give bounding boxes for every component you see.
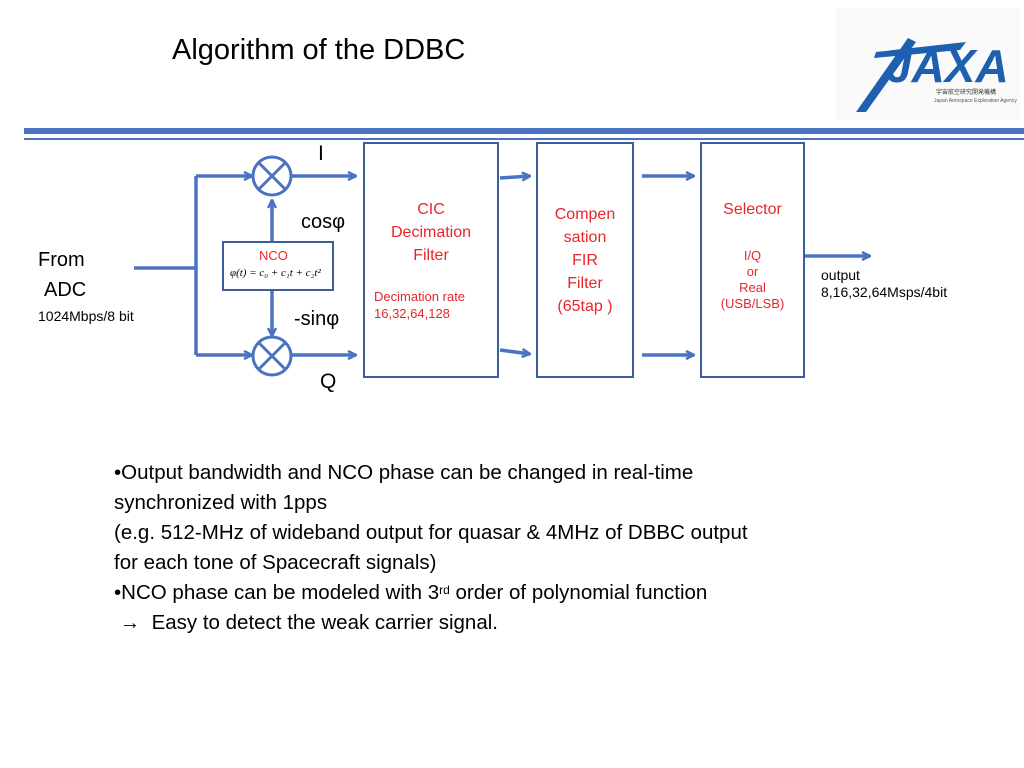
selector-option-sideband: (USB/LSB) [720,296,785,311]
cic-title-line3: Filter [413,247,449,264]
bullet-2: •NCO phase can be modeled with 3rd order… [114,578,748,608]
cic-rate-values: 16,32,64,128 [374,306,450,321]
ddbc-block-diagram [134,142,1024,378]
cic-title-line2: Decimation [390,224,472,241]
q-label: Q [320,370,337,393]
cic-rate-label: Decimation rate [374,289,466,304]
logo-jp-text: 宇宙航空研究開発機構 [936,88,996,96]
nco-box [222,241,334,291]
output-label-line1: output [821,267,860,283]
bullet-1-line-3: (e.g. 512-MHz of wideband output for qua… [114,521,748,544]
fir-title-line4: Filter [567,275,603,292]
output-label: output 8,16,32,64Msps/4bit [821,267,947,301]
cic-to-fir-i [499,176,530,178]
fir-box [536,142,634,378]
selector-option-or: or [746,264,759,279]
cic-rate: Decimation rate 16,32,64,128 [374,288,465,322]
nco-formula: φ(t) = c₀ + c₁t + c₂t² [230,267,321,279]
bullet-1-line-4: for each tone of Spacecraft signals) [114,551,437,574]
cos-label: cosφ [301,211,346,233]
logo-en-text: Japan Aerospace Exploration Agency [934,98,1017,104]
fir-title-line1: Compen [554,206,616,223]
input-rate-label: 1024Mbps/8 bit [38,308,134,324]
header-rule-thin [24,138,1024,140]
cic-title-line1: CIC [417,201,445,218]
bullet-2-post: order of polynomial function [449,581,708,604]
fir-title-line3: FIR [572,252,598,269]
input-from-label: From [38,249,85,271]
i-label: I [318,142,324,165]
bullet-1-line-2: synchronized with 1pps [114,491,328,514]
slide-title: Algorithm of the DDBC [172,34,466,66]
selector-options: I/Q or Real (USB/LSB) [701,248,804,312]
bullet-1-line-1: •Output bandwidth and NCO phase can be c… [114,461,694,484]
logo-wordmark: JAXA [886,40,1009,92]
cic-box [363,142,499,378]
notes-bullets: •Output bandwidth and NCO phase can be c… [114,458,748,638]
bullet-2-superscript: rd [439,583,450,597]
nco-label: NCO [259,248,288,263]
q-mixer-cross-icon [257,341,287,371]
fir-title-line5: (65tap ) [557,298,613,315]
selector-title: Selector [723,201,782,218]
bullet-3: → Easy to detect the weak carrier signal… [114,611,498,634]
bullet-2-pre: •NCO phase can be modeled with 3 [114,581,440,604]
i-mixer-cross-icon [257,161,287,191]
sin-label: -sinφ [294,308,340,330]
jaxa-logo: JAXA 宇宙航空研究開発機構 Japan Aerospace Explorat… [836,8,1020,120]
output-label-line2: 8,16,32,64Msps/4bit [821,284,948,300]
header-rule-thick [24,128,1024,134]
selector-box [700,142,805,378]
cic-to-fir-q [499,350,530,354]
selector-option-real: Real [739,280,766,295]
fir-title: Compen sation FIR Filter (65tap ) [537,203,633,318]
fir-title-line2: sation [563,229,607,246]
input-adc-label: ADC [44,279,87,301]
selector-option-iq: I/Q [743,248,762,263]
cic-title: CIC Decimation Filter [364,198,498,267]
